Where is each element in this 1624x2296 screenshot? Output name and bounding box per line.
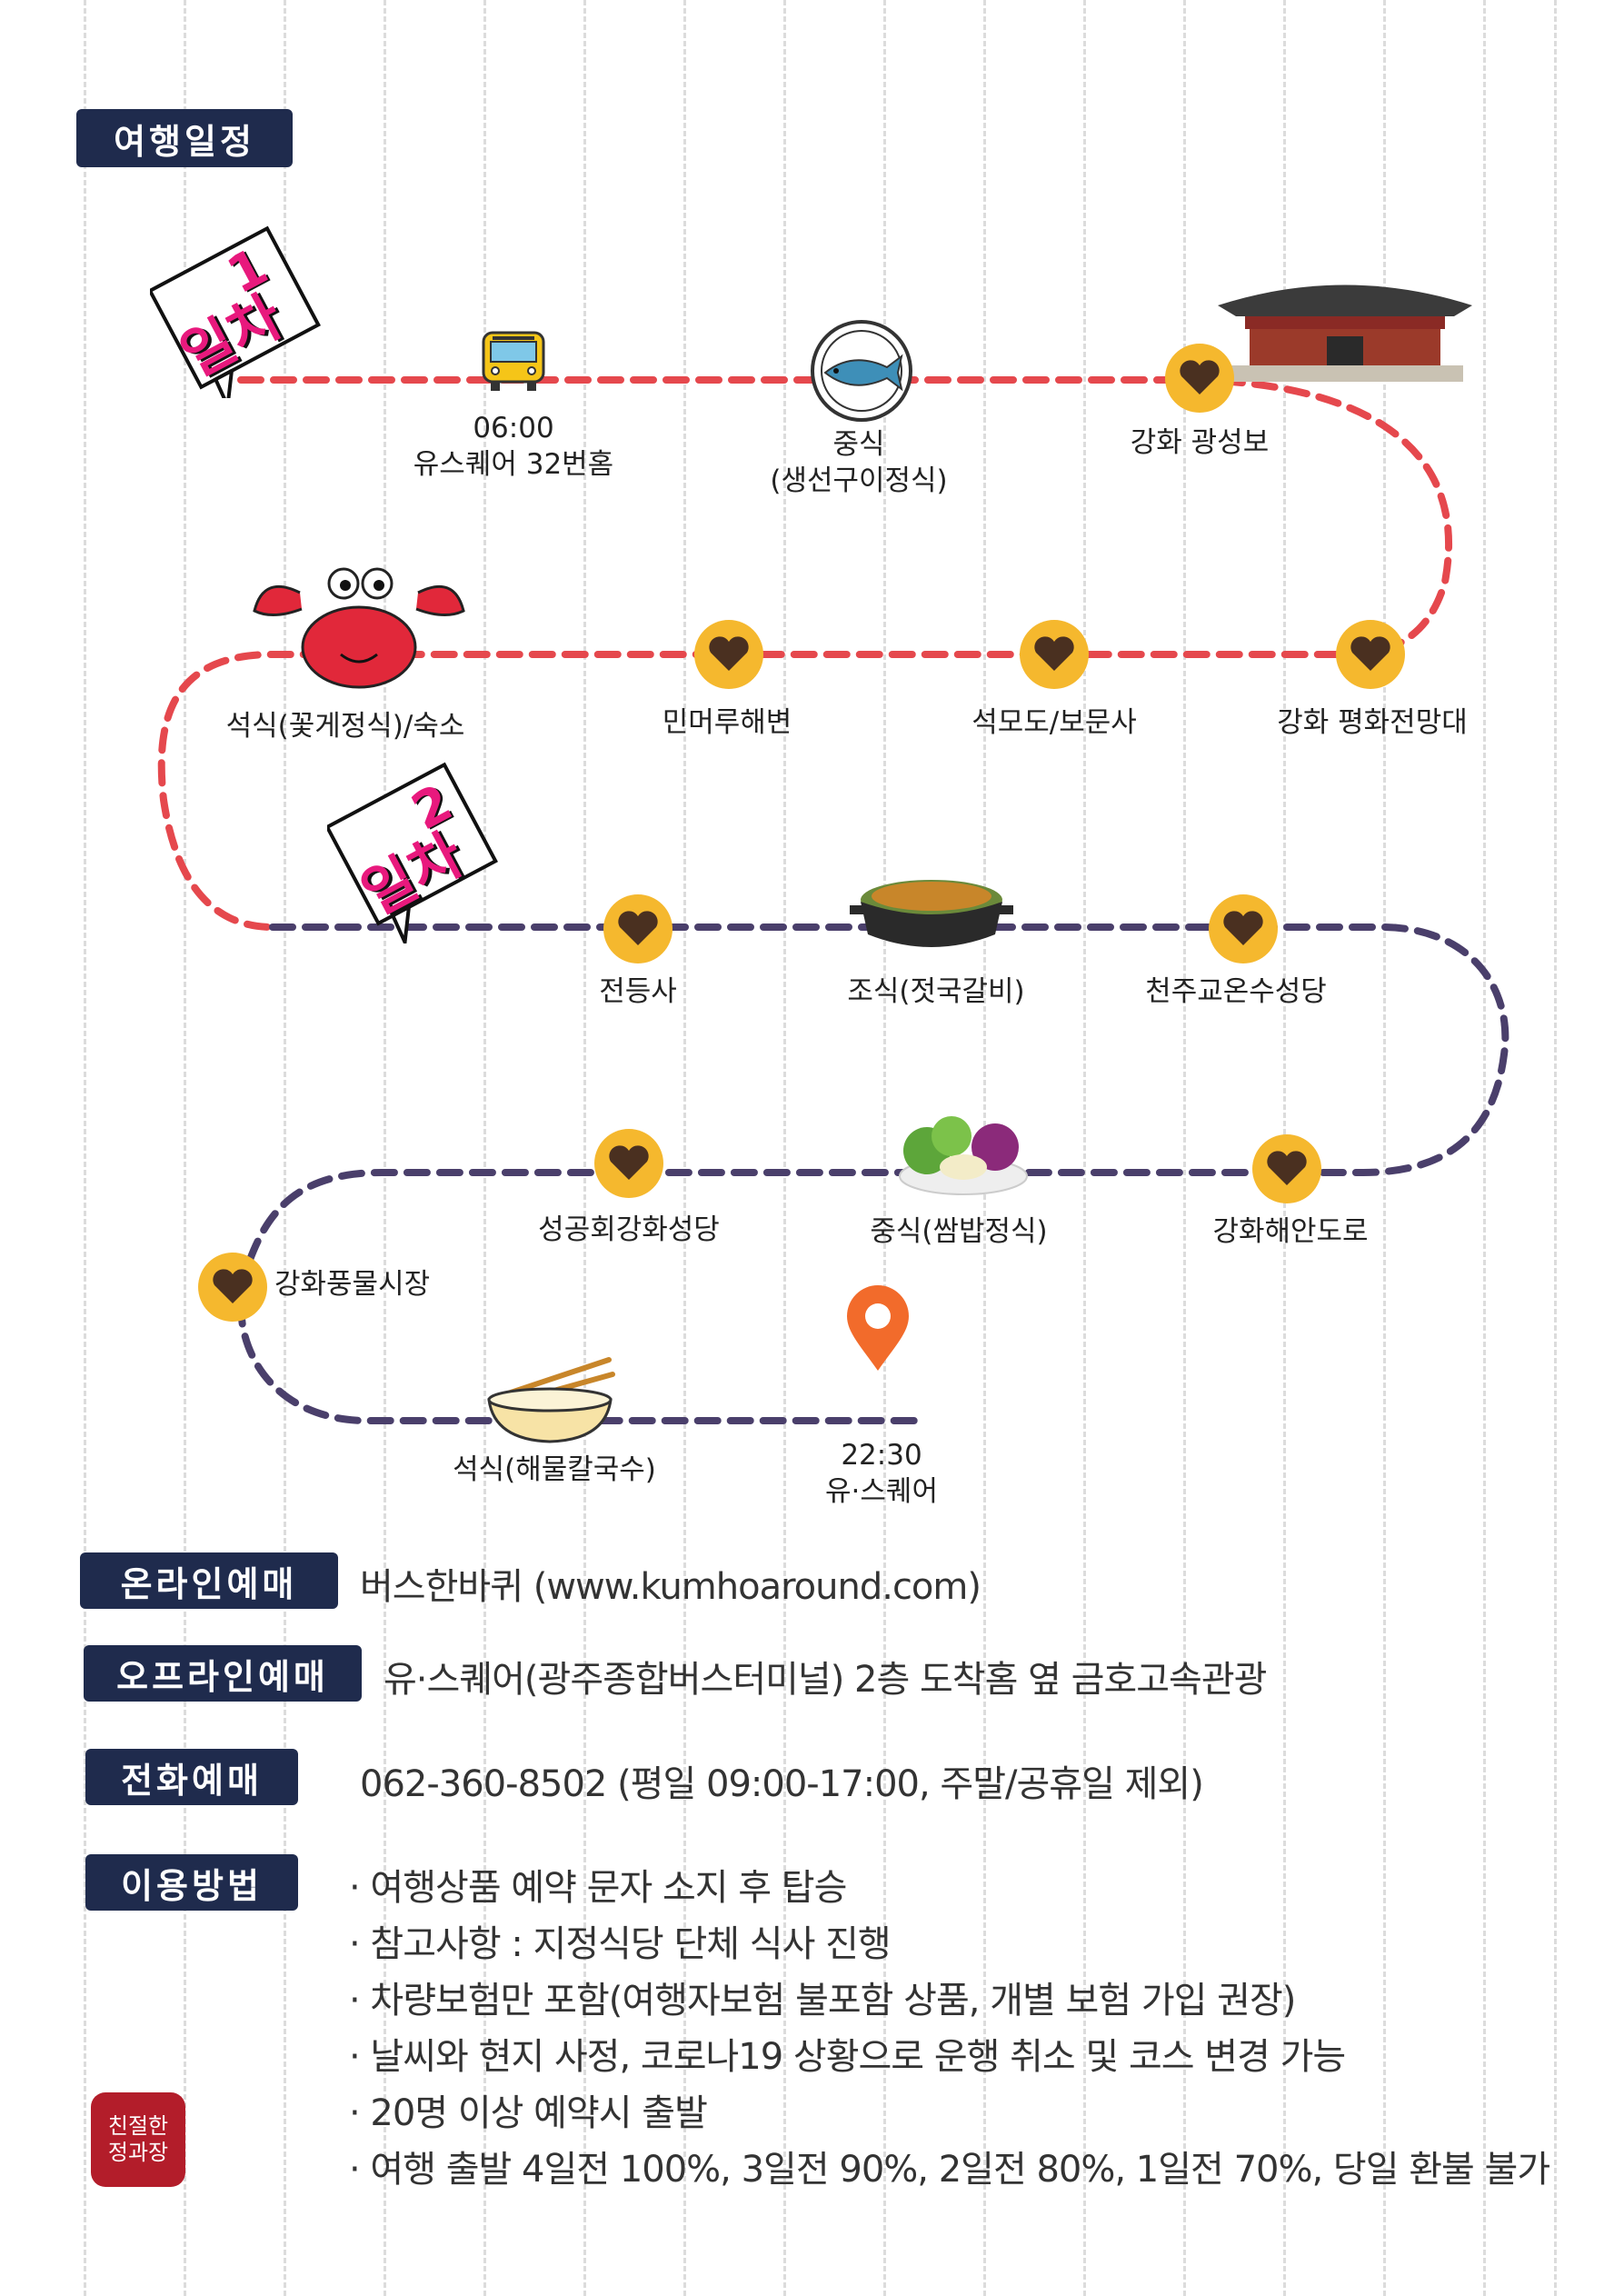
usage-note: · 차량보험만 포함(여행자보험 불포함 상품, 개별 보험 가입 권장) bbox=[349, 1980, 1296, 2021]
anglican-pin bbox=[593, 1127, 665, 1203]
temple-illustration bbox=[1209, 269, 1481, 391]
bus-icon bbox=[480, 329, 547, 398]
online-badge: 온라인예매 bbox=[80, 1552, 338, 1609]
usage-note: · 날씨와 현지 사정, 코로나19 상황으로 운행 취소 및 코스 변경 가능 bbox=[349, 2036, 1346, 2078]
jeondeungsa-pin bbox=[602, 893, 674, 969]
coastal-road-pin bbox=[1250, 1133, 1323, 1209]
lunch1-label: 중식 (생선구이정식) bbox=[745, 427, 972, 499]
fish-icon bbox=[807, 316, 916, 429]
jeondeungsa-label: 전등사 bbox=[599, 975, 677, 1008]
lunch2-label: 중식(쌈밥정식) bbox=[870, 1215, 1048, 1248]
market-pin bbox=[196, 1251, 269, 1327]
gwangseongbo-pin bbox=[1163, 342, 1236, 418]
hotpot-icon bbox=[850, 854, 1013, 967]
day1-badge: 1 일차 bbox=[147, 225, 323, 413]
arrival-time: 22:30 bbox=[841, 1439, 922, 1472]
usage-note: · 20명 이상 예약시 출발 bbox=[349, 2092, 708, 2134]
dinner2-label: 석식(해물칼국수) bbox=[453, 1453, 656, 1486]
route-day2 bbox=[237, 923, 1509, 1424]
coastal-road-label: 강화해안도로 bbox=[1212, 1215, 1369, 1248]
lunch1-line1: 중식 bbox=[832, 428, 885, 461]
usage-note: · 여행상품 예약 문자 소지 후 탑승 bbox=[349, 1867, 847, 1909]
lunch1-line2: (생선구이정식) bbox=[770, 464, 948, 497]
seokmodo-pin bbox=[1018, 618, 1091, 694]
phone-badge: 전화예매 bbox=[85, 1749, 298, 1805]
gwangseongbo-label: 강화 광성보 bbox=[1130, 426, 1270, 459]
online-text: 버스한바퀴 (www.kumhoaround.com) bbox=[360, 1566, 981, 1608]
market-label: 강화풍물시장 bbox=[274, 1268, 431, 1301]
salad-icon bbox=[895, 1100, 1031, 1203]
location-pin-icon bbox=[843, 1283, 912, 1378]
dinner1-label: 석식(꽃게정식)/숙소 bbox=[225, 710, 465, 743]
usage-note: · 여행 출발 4일전 100%, 3일전 90%, 2일전 80%, 1일전 … bbox=[349, 2149, 1550, 2191]
bus-time: 06:00 bbox=[473, 412, 554, 444]
section-title: 여행일정 bbox=[76, 109, 293, 167]
minmeoru-label: 민머루해변 bbox=[662, 706, 792, 739]
peace-obs-pin bbox=[1334, 618, 1407, 694]
seal-stamp: 친절한 정과장 bbox=[91, 2092, 185, 2187]
peace-obs-label: 강화 평화전망대 bbox=[1277, 706, 1468, 739]
stamp-line1: 친절한 bbox=[107, 2113, 169, 2140]
breakfast-label: 조식(젓국갈비) bbox=[847, 975, 1025, 1008]
phone-text: 062-360-8502 (평일 09:00-17:00, 주말/공휴일 제외) bbox=[360, 1763, 1204, 1805]
onsu-pin bbox=[1207, 893, 1280, 969]
crab-icon bbox=[245, 556, 473, 705]
anglican-label: 성공회강화성당 bbox=[538, 1213, 720, 1246]
offline-text: 유·스퀘어(광주종합버스터미널) 2층 도착홈 옆 금호고속관광 bbox=[384, 1659, 1267, 1701]
arrival-place: 유·스퀘어 bbox=[825, 1474, 938, 1508]
usage-note: · 참고사항 : 지정식당 단체 식사 진행 bbox=[349, 1923, 892, 1965]
usage-badge: 이용방법 bbox=[85, 1854, 298, 1911]
day2-badge: 2 일차 bbox=[324, 762, 500, 949]
bus-place: 유스퀘어 32번홈 bbox=[413, 447, 614, 481]
bus-stop-label: 06:00 유스퀘어 32번홈 bbox=[400, 411, 627, 483]
offline-badge: 오프라인예매 bbox=[84, 1645, 362, 1702]
minmeoru-pin bbox=[692, 618, 765, 694]
noodle-bowl-icon bbox=[482, 1354, 618, 1449]
onsu-label: 천주교온수성당 bbox=[1145, 975, 1327, 1008]
arrival-label: 22:30 유·스퀘어 bbox=[791, 1438, 972, 1510]
seokmodo-label: 석모도/보문사 bbox=[971, 706, 1137, 739]
stamp-line2: 정과장 bbox=[107, 2140, 169, 2165]
